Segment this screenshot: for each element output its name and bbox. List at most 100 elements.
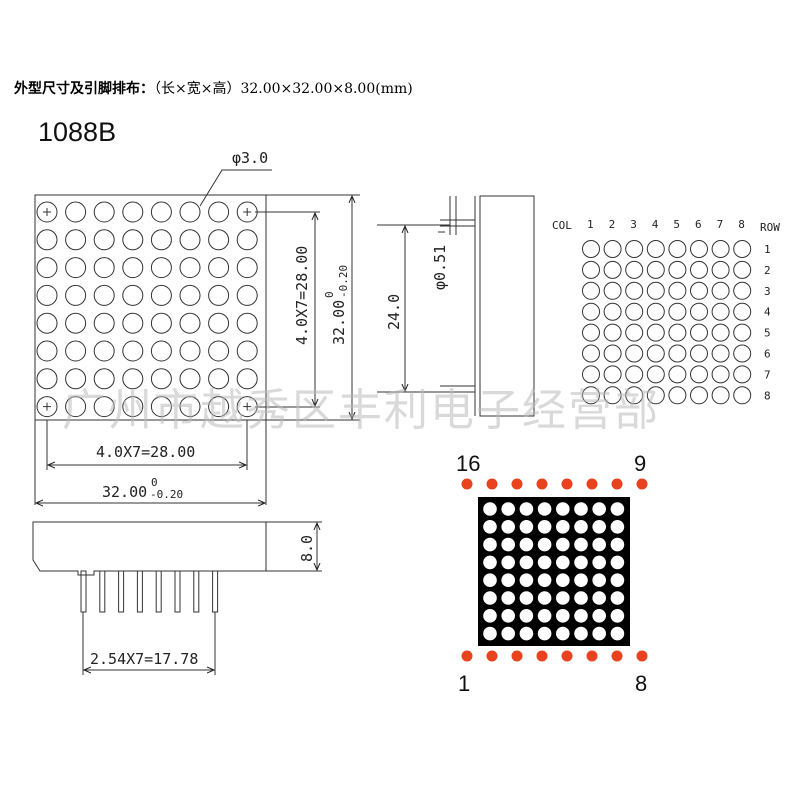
pinout-led bbox=[610, 537, 625, 552]
schematic-led bbox=[733, 260, 752, 279]
pin-label-8: 8 bbox=[635, 671, 647, 696]
pinout-led bbox=[556, 573, 570, 587]
side-view bbox=[377, 195, 535, 417]
pinout-led bbox=[574, 626, 588, 641]
front-view-outline bbox=[34, 194, 267, 421]
bottom-pin bbox=[136, 570, 143, 613]
pinout-led bbox=[483, 626, 497, 641]
pinout-led bbox=[519, 555, 534, 570]
pinout-pin-top bbox=[636, 478, 648, 490]
schematic-led bbox=[711, 344, 730, 363]
schematic-led bbox=[582, 344, 600, 363]
pinout-pin-bottom bbox=[511, 650, 523, 662]
spec-label: 外型尺寸及引脚排布： bbox=[14, 81, 154, 97]
front-led bbox=[236, 284, 258, 306]
schematic-led bbox=[711, 260, 730, 279]
front-led bbox=[65, 201, 87, 223]
col-number: 4 bbox=[652, 218, 659, 231]
schematic-led bbox=[603, 344, 622, 363]
front-led bbox=[236, 229, 258, 251]
schematic-led bbox=[733, 240, 752, 258]
pinout-pin-bottom bbox=[561, 650, 573, 662]
front-led bbox=[36, 201, 58, 223]
front-led bbox=[36, 312, 58, 334]
front-led bbox=[93, 340, 115, 362]
schematic-led bbox=[690, 344, 708, 363]
col-number: 2 bbox=[609, 218, 616, 231]
pinout-led bbox=[519, 537, 534, 552]
front-view bbox=[34, 169, 360, 505]
schematic-led bbox=[668, 281, 687, 300]
schematic-led bbox=[690, 302, 708, 321]
side-body bbox=[479, 195, 535, 417]
schematic-led bbox=[733, 365, 752, 384]
bottom-pin bbox=[80, 570, 87, 613]
schematic-led bbox=[646, 323, 665, 342]
pinout-led bbox=[501, 520, 515, 534]
front-led bbox=[208, 312, 230, 334]
bottom-pin bbox=[193, 570, 200, 613]
front-led bbox=[179, 312, 201, 334]
schematic-led bbox=[582, 240, 600, 258]
pinout-led bbox=[519, 520, 534, 534]
schematic-led bbox=[625, 240, 644, 258]
front-led bbox=[65, 257, 87, 279]
schematic-led bbox=[646, 386, 665, 405]
front-led bbox=[150, 284, 172, 306]
front-led bbox=[208, 340, 230, 362]
pinout-pin-top bbox=[586, 478, 598, 490]
schematic-led bbox=[625, 323, 644, 342]
front-led bbox=[179, 284, 201, 306]
bottom-pin bbox=[99, 570, 106, 613]
pinout-led bbox=[592, 555, 606, 570]
schematic-led bbox=[646, 344, 665, 363]
col-label: COL bbox=[552, 219, 572, 232]
front-led bbox=[179, 257, 201, 279]
pinout-led bbox=[501, 626, 515, 641]
front-led bbox=[150, 229, 172, 251]
pinout-led bbox=[592, 520, 606, 534]
pinout-led bbox=[537, 555, 552, 570]
pinout-led bbox=[537, 573, 552, 587]
schematic-led bbox=[625, 302, 644, 321]
front-led bbox=[179, 368, 201, 390]
pinout-led bbox=[483, 591, 497, 605]
pinout-led bbox=[483, 555, 497, 570]
pin-label-16: 16 bbox=[456, 451, 480, 476]
pinout-led bbox=[519, 609, 534, 623]
pitch-horizontal-label: 4.0X7=28.00 bbox=[96, 443, 195, 461]
front-led bbox=[122, 340, 144, 362]
front-led bbox=[208, 396, 230, 418]
pinout-led bbox=[574, 591, 588, 605]
front-led bbox=[65, 340, 87, 362]
front-led bbox=[36, 340, 58, 362]
schematic-led bbox=[603, 302, 622, 321]
pinout-led bbox=[483, 573, 497, 587]
schematic-led bbox=[646, 240, 665, 258]
height-label: 32.00 bbox=[330, 300, 348, 345]
front-led bbox=[236, 312, 258, 334]
front-led bbox=[150, 312, 172, 334]
front-led bbox=[65, 312, 87, 334]
hole-diameter-label: φ3.0 bbox=[232, 149, 268, 167]
pinout-led bbox=[483, 502, 497, 516]
front-led bbox=[179, 229, 201, 251]
pin-label-9: 9 bbox=[634, 451, 646, 476]
model-number: 1088B bbox=[38, 117, 117, 147]
row-number: 8 bbox=[764, 389, 771, 402]
schematic-led bbox=[603, 281, 622, 300]
front-led-grid bbox=[36, 201, 258, 418]
pinout-led bbox=[610, 502, 625, 516]
schematic-led bbox=[690, 365, 708, 384]
front-led bbox=[36, 284, 58, 306]
width-tolerance-lower: -0.20 bbox=[150, 488, 183, 501]
pinout-led bbox=[592, 573, 606, 587]
pinout-led bbox=[556, 502, 570, 516]
schematic-led bbox=[668, 323, 687, 342]
front-led bbox=[208, 229, 230, 251]
schematic-led bbox=[625, 386, 644, 405]
front-led bbox=[208, 201, 230, 223]
bottom-pin bbox=[118, 570, 125, 613]
watermark: 广州市越秀区丰利电子经营部 bbox=[62, 385, 660, 436]
